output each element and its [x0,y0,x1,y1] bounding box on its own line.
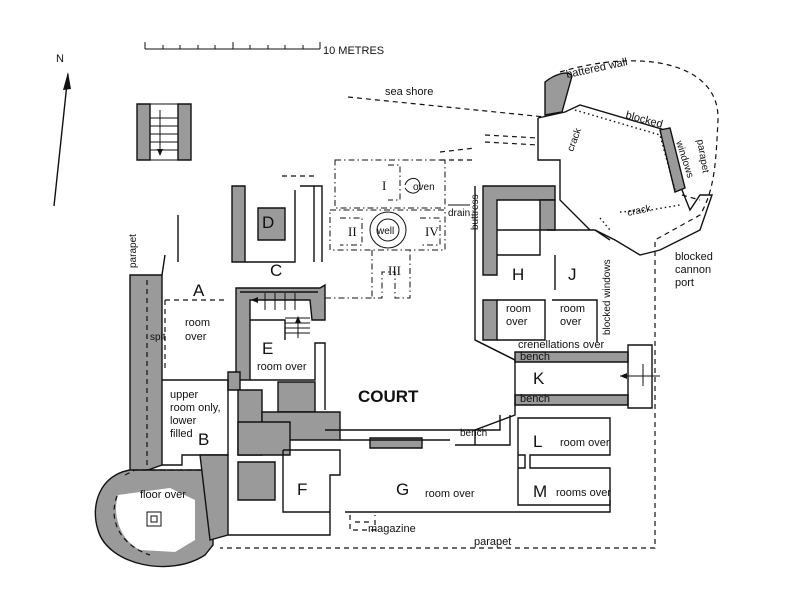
magazine-outline [349,515,376,531]
room-K-label: K [533,369,545,388]
bench-G-label: bench [460,428,487,439]
room-B-label: B [198,430,209,449]
parapet-bottom-label: parapet [474,536,511,548]
room-B-note-line-2: room only, [170,402,221,414]
magazine-label: magazine [368,523,416,535]
room-H-over-line-2: over [506,316,528,328]
west-wall [129,215,179,482]
rooms-M-over-label: rooms over [556,487,611,499]
room-J-over-line-1: room [560,303,585,315]
room-L-label: L [533,432,542,451]
room-H-J-walls [474,185,611,361]
cannon-port-line-2: cannon [675,264,711,276]
floor-over-label: floor over [140,489,186,501]
room-G-over-label: room over [425,488,475,500]
room-H-label: H [512,265,524,284]
oven-label: oven [413,182,435,193]
bench-top-label: bench [520,351,550,363]
room-B-note-line-3: lower [170,415,197,427]
outer-parapet-line [220,60,719,549]
spit-label: spit [150,332,166,343]
room-E-over-label: room over [257,361,307,373]
well-label: well [376,226,394,237]
floor-over-outline [124,469,200,476]
stair-block [235,283,326,381]
room-D-label: D [262,213,274,232]
room-A-over-line-2: over [185,331,207,343]
blocked-windows-label: blocked windows [602,259,613,335]
drain-label: drain [448,208,470,219]
room-B-note-line-1: upper [170,389,198,401]
room-A-label: A [193,281,205,300]
room-L-over-label: room over [560,437,610,449]
court-label: COURT [358,387,419,406]
room-L-M-walls [517,417,611,506]
north-label: N [56,53,64,65]
room-D-walls [231,175,323,263]
stair-fragment [136,103,192,161]
room-J-label: J [568,265,577,284]
scale-label: 10 METRES [323,45,384,57]
room-III-label: III [388,263,401,278]
parapet-left-label: parapet [128,234,139,268]
crenellations-over-label: crenellations over [518,339,605,351]
room-I-outline [325,159,470,299]
room-II-label: II [348,224,357,239]
blocked-label: blocked [624,109,664,130]
scale-bar: 10 METRES [144,42,384,57]
room-A-dashed-outline [164,299,228,370]
buttress-label: buttress [470,194,481,230]
room-IV-label: IV [425,224,439,239]
room-M-label: M [533,482,547,501]
room-H-over-line-1: room [506,303,531,315]
north-east-tower [439,72,713,256]
corridor-K [474,339,660,445]
sea-shore-label: sea shore [385,86,433,98]
cannon-port-line-3: port [675,277,694,289]
crack-label-east: crack [626,203,653,219]
room-J-over-line-2: over [560,316,582,328]
battered-wall-label: battered wall [565,56,629,81]
sea-shore-line: sea shore [347,86,546,118]
north-arrow-icon: N [53,53,71,207]
round-tower [94,469,214,568]
room-F-label: F [297,480,307,499]
crack-label-north: crack [565,126,584,153]
cannon-port-line-1: blocked [675,251,713,263]
room-B-note-line-4: filled [170,428,193,440]
room-G-label: G [396,480,409,499]
room-I-label: I [382,178,386,193]
parapet-label: parapet [694,139,711,175]
room-E-label: E [262,339,273,358]
bench-K-label: bench [520,393,550,405]
room-A-over-line-1: room [185,317,210,329]
room-C-label: C [270,261,282,280]
